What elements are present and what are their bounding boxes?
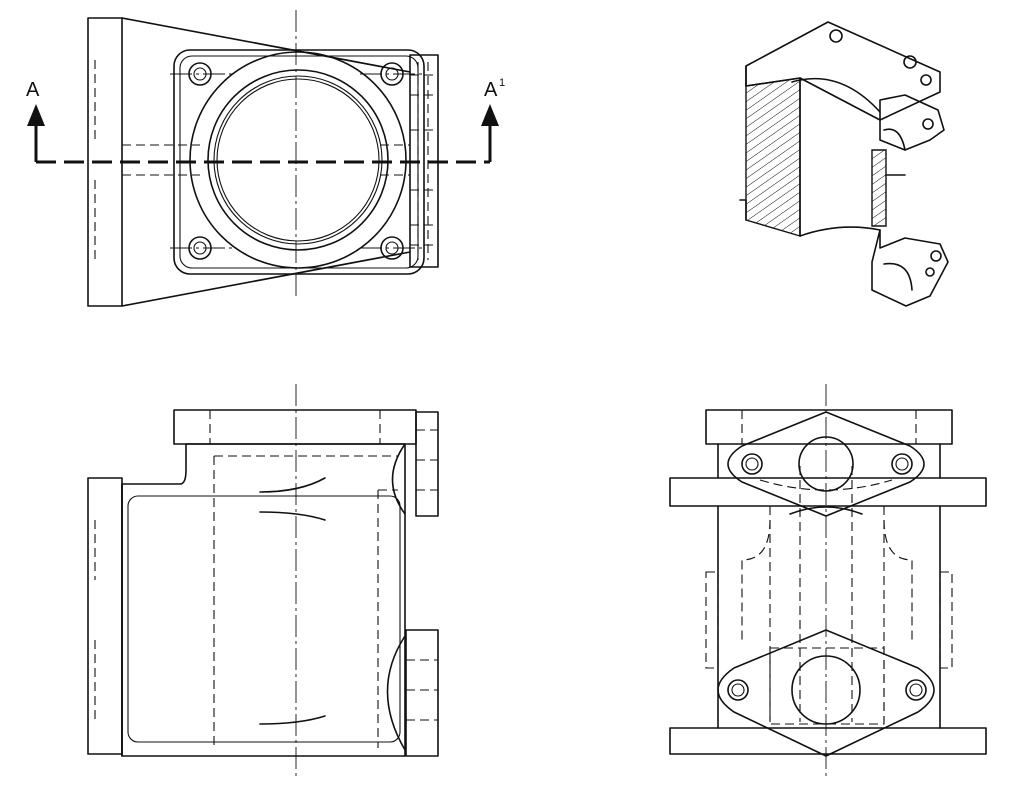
arrow-up-left <box>27 104 45 126</box>
section-label-left: A <box>26 79 40 101</box>
section-line <box>27 104 499 164</box>
arrow-up-right <box>481 104 499 126</box>
plan-view <box>87 10 439 307</box>
front-elevation <box>87 384 439 776</box>
section-label-right: A <box>484 79 498 101</box>
section-label-right-superscript: 1 <box>499 77 505 89</box>
side-elevation <box>669 384 987 776</box>
isometric-section-view <box>739 21 949 307</box>
